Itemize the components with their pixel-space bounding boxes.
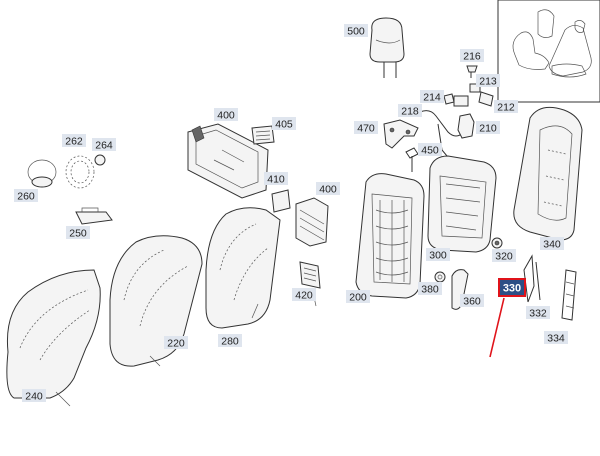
part-212-clip	[478, 91, 494, 107]
part-213-clip	[469, 83, 481, 93]
label-262: 262	[65, 136, 83, 148]
label-420: 420	[295, 290, 313, 302]
part-260-ring	[27, 159, 57, 188]
part-300-frame	[427, 155, 497, 253]
label-410: 410	[267, 174, 285, 186]
label-400-upper: 400	[217, 110, 235, 122]
part-214-pieces	[443, 93, 469, 107]
part-400-lower-module	[295, 197, 329, 247]
label-218: 218	[401, 106, 419, 118]
callout-labels: 500 216 213 212 214 218 210 470 450 400 …	[14, 24, 568, 403]
part-330-rail	[523, 254, 535, 303]
part-400-upper-module	[187, 123, 269, 199]
part-450-bolt	[405, 147, 419, 172]
part-280-backrest-pad	[205, 207, 281, 329]
label-360: 360	[463, 296, 481, 308]
part-332-rod	[535, 261, 541, 301]
label-320: 320	[495, 251, 513, 263]
part-240-cushion-cover	[6, 269, 101, 407]
label-450: 450	[421, 145, 439, 157]
part-340-back-cover	[513, 106, 583, 241]
label-470: 470	[357, 123, 375, 135]
overview-inset	[497, 0, 600, 103]
part-380-nut	[434, 271, 446, 283]
label-380: 380	[421, 284, 439, 296]
label-210: 210	[479, 123, 497, 135]
part-410-panel	[271, 189, 291, 213]
label-330-highlight	[498, 278, 526, 297]
part-320-knob	[491, 237, 503, 249]
label-340: 340	[543, 239, 561, 251]
part-420-grill	[299, 261, 321, 307]
part-264-cap	[94, 154, 106, 166]
label-213: 213	[479, 76, 497, 88]
label-212: 212	[497, 102, 515, 114]
label-240: 240	[25, 391, 43, 403]
part-216-clip	[466, 65, 478, 78]
label-220: 220	[167, 338, 185, 350]
label-332: 332	[529, 308, 547, 320]
part-250-bracket	[75, 207, 113, 225]
label-300: 300	[429, 250, 447, 262]
part-334-strip	[561, 269, 577, 321]
callout-leader-330	[489, 297, 505, 358]
label-500: 500	[347, 26, 365, 38]
part-262-disc	[65, 155, 95, 189]
label-280: 280	[221, 336, 239, 348]
label-400-lower: 400	[319, 184, 337, 196]
label-200: 200	[349, 292, 367, 304]
part-405-grill	[251, 125, 275, 145]
part-500-headrest	[369, 17, 405, 78]
part-220-backrest-cover	[109, 235, 203, 367]
part-210-connector	[457, 113, 475, 139]
part-200-backrest-frame	[355, 173, 425, 299]
label-214: 214	[423, 92, 441, 104]
label-264: 264	[95, 140, 113, 152]
label-260: 260	[17, 191, 35, 203]
label-250: 250	[69, 228, 87, 240]
label-405: 405	[275, 119, 293, 131]
label-330: 330	[503, 283, 521, 295]
label-334: 334	[547, 333, 565, 345]
label-216: 216	[463, 51, 481, 63]
part-360-side-trim	[451, 269, 469, 310]
part-470-bracket	[383, 119, 419, 149]
